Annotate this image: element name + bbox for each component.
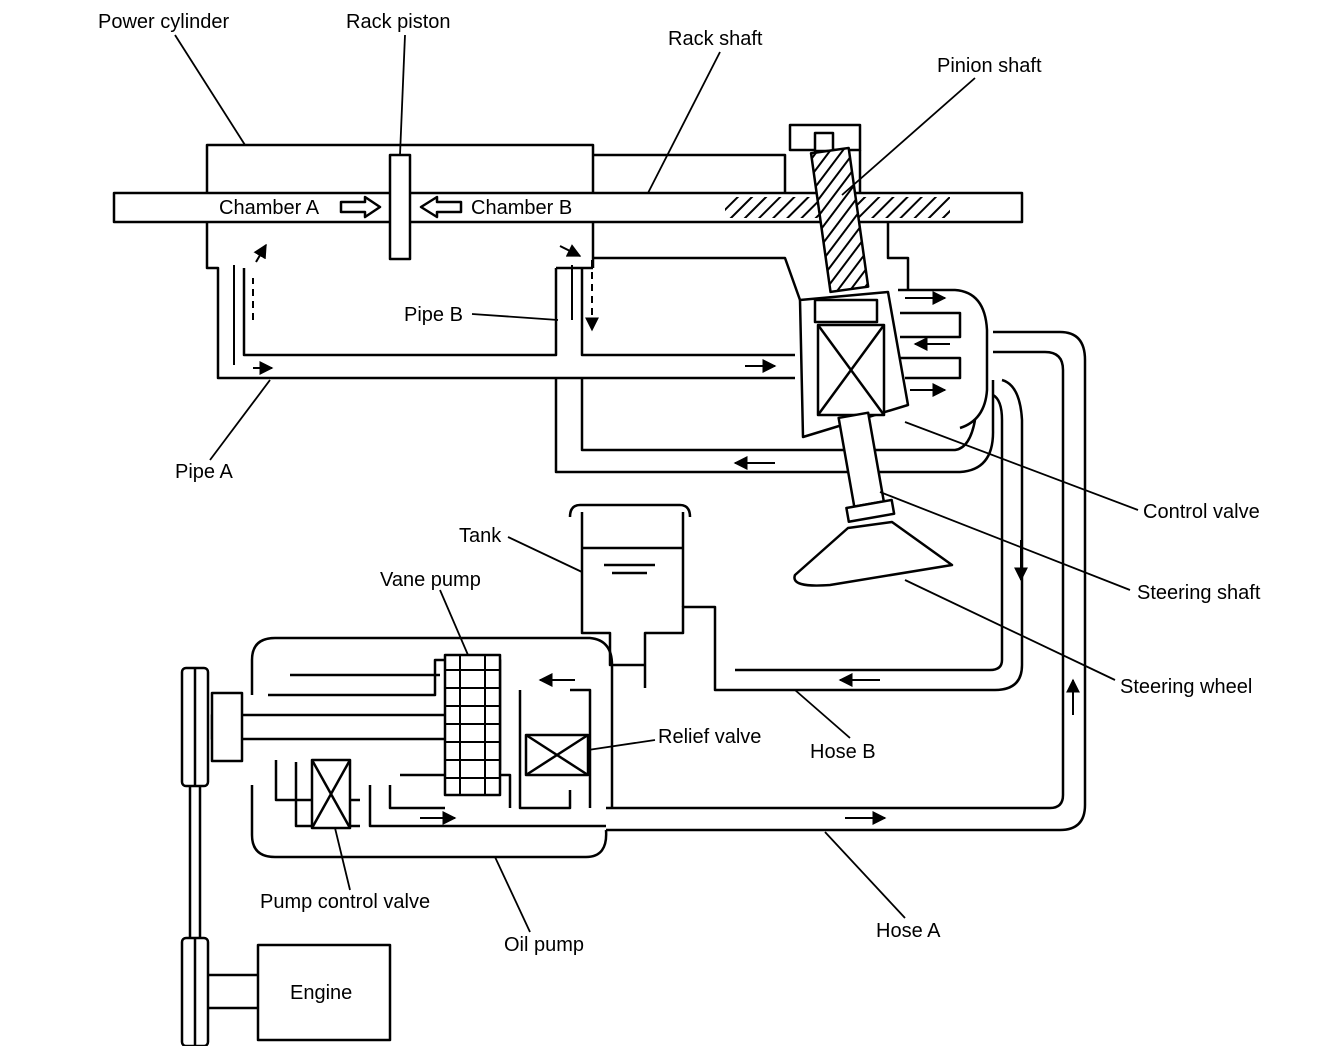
leader-line	[879, 491, 1131, 591]
hose-a	[606, 330, 1087, 832]
label-tank: Tank	[459, 525, 502, 547]
leader-line	[399, 34, 406, 156]
leader-line	[334, 827, 351, 891]
leader-line	[794, 689, 851, 739]
leader-line	[507, 536, 583, 573]
leader-line	[494, 856, 531, 933]
label-vane-pump: Vane pump	[380, 569, 481, 591]
label-oil-pump: Oil pump	[504, 934, 585, 956]
leader-line	[647, 51, 721, 194]
pinion-housing	[788, 123, 862, 152]
chamber-a-arrow	[339, 195, 382, 219]
leader-line	[439, 589, 469, 656]
hose-b	[643, 378, 1024, 692]
label-power-cylinder: Power cylinder	[98, 11, 230, 33]
leader-line	[209, 379, 271, 461]
leader-line	[904, 421, 1139, 511]
chamber-b-arrow	[419, 195, 463, 219]
label-rack-shaft: Rack shaft	[668, 28, 763, 50]
label-relief-valve: Relief valve	[658, 726, 762, 748]
label-steering-shaft: Steering shaft	[1137, 582, 1261, 604]
label-pinion-shaft: Pinion shaft	[937, 55, 1042, 77]
label-hose-a: Hose A	[876, 920, 941, 942]
label-pump-control-valve: Pump control valve	[260, 891, 431, 913]
leader-line	[587, 739, 656, 751]
rack-piston	[388, 153, 412, 261]
pipe-b	[580, 268, 795, 357]
flow-arrow	[559, 244, 582, 257]
tank	[568, 503, 692, 518]
oil-pump-housing	[250, 636, 614, 695]
pinion-shaft	[809, 146, 870, 294]
leader-line	[471, 313, 559, 321]
label-pipe-a: Pipe A	[175, 461, 233, 483]
engine	[256, 943, 392, 1042]
label-pipe-b: Pipe B	[404, 304, 463, 326]
label-control-valve: Control valve	[1143, 501, 1260, 523]
flow-arrow	[253, 243, 267, 263]
label-chamber-a: Chamber A	[219, 197, 320, 219]
label-engine: Engine	[290, 982, 353, 1004]
label-rack-piston: Rack piston	[346, 11, 451, 33]
pump-shaft	[210, 713, 464, 741]
label-hose-b: Hose B	[810, 741, 876, 763]
leader-line	[904, 579, 1116, 681]
label-chamber-b: Chamber B	[471, 197, 573, 219]
leader-line	[174, 34, 246, 146]
leader-line	[841, 77, 976, 196]
steering-shaft	[837, 411, 886, 508]
steering-wheel	[793, 520, 954, 587]
label-steering-wheel: Steering wheel	[1120, 676, 1253, 698]
leader-line	[824, 831, 906, 919]
pipe-a	[242, 268, 558, 357]
